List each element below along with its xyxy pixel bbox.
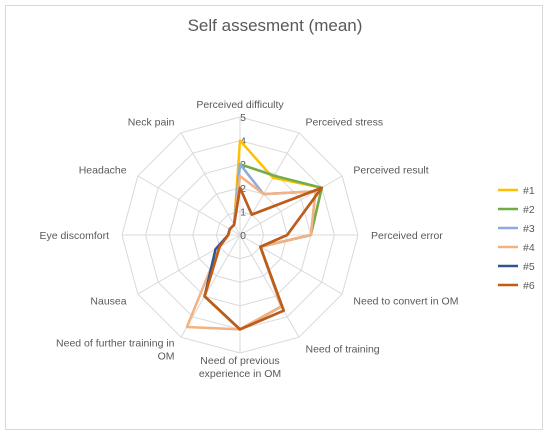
r-tick-label: 0 (240, 230, 246, 242)
axis-label: Need of training (306, 343, 380, 355)
axis-label-line: Perceived error (371, 230, 443, 242)
legend-label: #3 (523, 223, 535, 235)
grid-spoke (239, 175, 343, 236)
legend-label: #1 (523, 185, 535, 197)
series-line (185, 174, 317, 331)
grid-spoke (137, 234, 241, 295)
grid-spoke (239, 234, 300, 338)
axis-label-line: Need to convert in OM (353, 296, 458, 308)
legend-label: #4 (523, 242, 535, 254)
grid-spoke (239, 234, 343, 295)
axis-label-line: Perceived result (353, 165, 428, 177)
axis-label: Perceived stress (306, 117, 384, 129)
grid-spoke (180, 132, 241, 236)
r-tick-label: 4 (240, 136, 246, 148)
axis-label: Perceived difficulty (196, 99, 284, 111)
axis-label: Nausea (90, 296, 126, 308)
legend-label: #6 (523, 280, 535, 292)
chart-title: Self assesment (mean) (187, 16, 363, 35)
axis-label-line: Perceived difficulty (196, 99, 284, 111)
axis-label-line: OM (158, 350, 175, 362)
r-tick-label: 1 (240, 206, 246, 218)
axis-label: Headache (79, 165, 127, 177)
axis-label: Neck pain (128, 117, 175, 129)
axis-label-line: Perceived stress (306, 117, 384, 129)
axis-label: Perceived result (353, 165, 428, 177)
legend-label: #5 (523, 261, 535, 273)
axis-label-line: Nausea (90, 296, 126, 308)
axis-label-line: Need of training (306, 343, 380, 355)
r-tick-label: 5 (240, 112, 246, 124)
series-line (203, 186, 324, 331)
r-tick-label: 2 (240, 183, 246, 195)
grid-spoke (239, 132, 300, 236)
legend-label: #2 (523, 204, 535, 216)
axis-label-line: Need of further training in (56, 337, 175, 349)
axis-label: Need to convert in OM (353, 296, 458, 308)
axis-label-line: Need of previous (200, 355, 279, 367)
grid-spoke (137, 175, 241, 236)
axis-label-line: Neck pain (128, 117, 175, 129)
axis-label-line: Eye discomfort (40, 230, 110, 242)
axis-label-line: Headache (79, 165, 127, 177)
axis-label-line: experience in OM (199, 368, 281, 380)
axis-label: Eye discomfort (40, 230, 110, 242)
axis-label: Perceived error (371, 230, 443, 242)
